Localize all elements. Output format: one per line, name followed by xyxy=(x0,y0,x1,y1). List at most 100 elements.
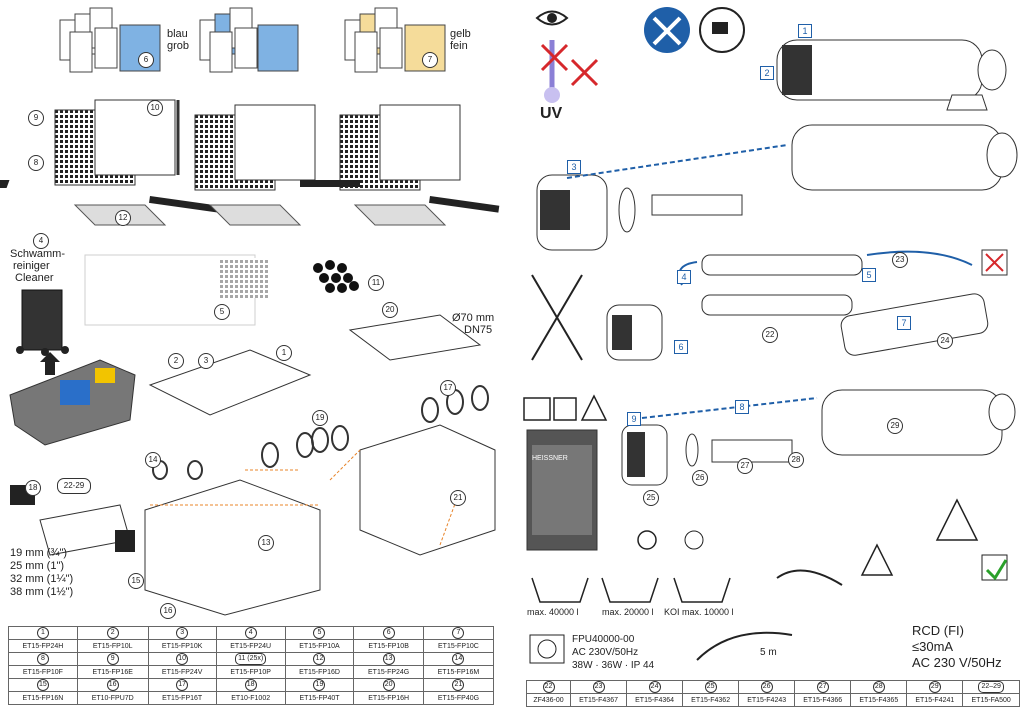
part-number-cell: 2 xyxy=(76,626,149,640)
part-number-cell: 10 xyxy=(147,652,217,666)
callout-9: 9 xyxy=(28,110,44,126)
label-model: FPU40000-00 xyxy=(572,634,635,645)
tools-icon xyxy=(644,7,745,53)
label-sponge-3: Cleaner xyxy=(15,272,54,284)
callout-22-29: 22-29 xyxy=(57,478,91,494)
label-ma: ≤30mA xyxy=(912,639,954,654)
filter-boxes xyxy=(144,424,496,616)
label-max-1: max. 40000 l xyxy=(527,607,579,617)
step-6: 6 xyxy=(674,340,688,354)
part-number: 7 xyxy=(452,627,465,639)
uvc-device-small xyxy=(10,485,135,556)
callout-25: 25 xyxy=(643,490,659,506)
callout-7: 7 xyxy=(422,52,438,68)
lids xyxy=(148,314,482,416)
callout-2: 2 xyxy=(168,353,184,369)
uv-warning xyxy=(535,10,599,103)
chamber-sketch xyxy=(84,254,270,326)
part-number: 11 (25x) xyxy=(235,653,267,665)
callout-24: 24 xyxy=(937,333,953,349)
step-4: 4 xyxy=(677,270,691,284)
part-number-cell: 19 xyxy=(284,678,355,692)
label-max-3: KOI max. 10000 l xyxy=(664,607,734,617)
part-number-cell: 18 xyxy=(215,678,286,692)
callout-12: 12 xyxy=(115,210,131,226)
uvc-device-assembly xyxy=(621,389,1016,486)
part-number: 27 xyxy=(816,681,829,693)
step-7: 7 xyxy=(897,316,911,330)
callout-4: 4 xyxy=(33,233,49,249)
callout-10: 10 xyxy=(147,100,163,116)
cartridges-group-a xyxy=(59,7,161,73)
part-number: 25 xyxy=(704,681,717,693)
lamp-replacement xyxy=(531,249,1008,361)
part-number: 29 xyxy=(928,681,941,693)
part-number-cell: 13 xyxy=(353,652,424,666)
left-page: blau grob gelb fein Schwamm- reiniger Cl… xyxy=(0,7,500,705)
callout-27: 27 xyxy=(737,458,753,474)
left-illustrations xyxy=(0,7,500,616)
part-number: 16 xyxy=(106,679,119,691)
part-code: ET15-FA500 xyxy=(962,693,1020,707)
part-number-cell: 7 xyxy=(422,626,495,640)
label-watt: 38W · 36W · IP 44 xyxy=(572,660,655,671)
label-blau: blau xyxy=(167,28,188,40)
part-number-cell: 25 xyxy=(682,680,740,694)
label-sponge-2: reiniger xyxy=(13,260,50,272)
part-number-cell: 1 xyxy=(8,626,78,640)
step-3: 3 xyxy=(567,160,581,174)
part-code: ET15-FP10F xyxy=(8,665,78,679)
part-code: ET15-FP16N xyxy=(8,691,78,705)
callout-28: 28 xyxy=(788,452,804,468)
uvc-device-top xyxy=(776,39,1007,111)
part-number: 8 xyxy=(36,653,49,665)
part-number-cell: 9 xyxy=(76,652,149,666)
part-number-cell: 14 xyxy=(422,652,495,666)
callout-26: 26 xyxy=(692,470,708,486)
callout-19: 19 xyxy=(312,410,328,426)
label-gelb: gelb xyxy=(450,28,471,40)
part-number-cell: 22 xyxy=(525,680,572,694)
right-illustrations xyxy=(523,7,1018,664)
part-code: ET15-FP10B xyxy=(353,639,424,653)
part-code: ET15-FP16T xyxy=(147,691,217,705)
manual-cover xyxy=(526,429,598,551)
part-number: 20 xyxy=(382,679,395,691)
callout-29: 29 xyxy=(887,418,903,434)
part-number: 9 xyxy=(106,653,119,665)
part-code: ET15-FP10A xyxy=(284,639,355,653)
part-number: 28 xyxy=(872,681,885,693)
info-icons xyxy=(523,394,704,550)
callout-11: 11 xyxy=(368,275,384,291)
part-code: ET15-FP16D xyxy=(284,665,355,679)
part-number: 4 xyxy=(244,627,257,639)
part-number: 19 xyxy=(313,679,326,691)
part-code: ET15-F4364 xyxy=(626,693,684,707)
part-number-cell: 24 xyxy=(626,680,684,694)
label-cable: 5 m xyxy=(760,647,777,658)
callout-21: 21 xyxy=(450,490,466,506)
callout-20: 20 xyxy=(382,302,398,318)
part-number-cell: 27 xyxy=(794,680,852,694)
label-rcd: RCD (FI) xyxy=(912,623,964,638)
part-code: ET15-FP16M xyxy=(422,665,495,679)
part-code: ET15-F4366 xyxy=(794,693,852,707)
part-number: 23 xyxy=(592,681,605,693)
part-code: ET15-FP40G xyxy=(422,691,495,705)
callout-13: 13 xyxy=(258,535,274,551)
label-size-2: 25 mm (1") xyxy=(10,560,65,572)
callout-1: 1 xyxy=(276,345,292,361)
callout-18: 18 xyxy=(25,480,41,496)
part-number: 17 xyxy=(176,679,189,691)
label-power: AC 230V/50Hz xyxy=(572,647,639,658)
part-number: 6 xyxy=(382,627,395,639)
part-number-cell: 5 xyxy=(284,626,355,640)
part-number-cell: 22–29 xyxy=(962,680,1020,694)
part-code: ET15-FP16H xyxy=(353,691,424,705)
part-number-cell: 15 xyxy=(8,678,78,692)
bars xyxy=(0,180,500,213)
part-number-cell: 20 xyxy=(353,678,424,692)
part-code: ET15-FP10L xyxy=(76,639,149,653)
label-ac: AC 230 V/50Hz xyxy=(912,655,1002,670)
